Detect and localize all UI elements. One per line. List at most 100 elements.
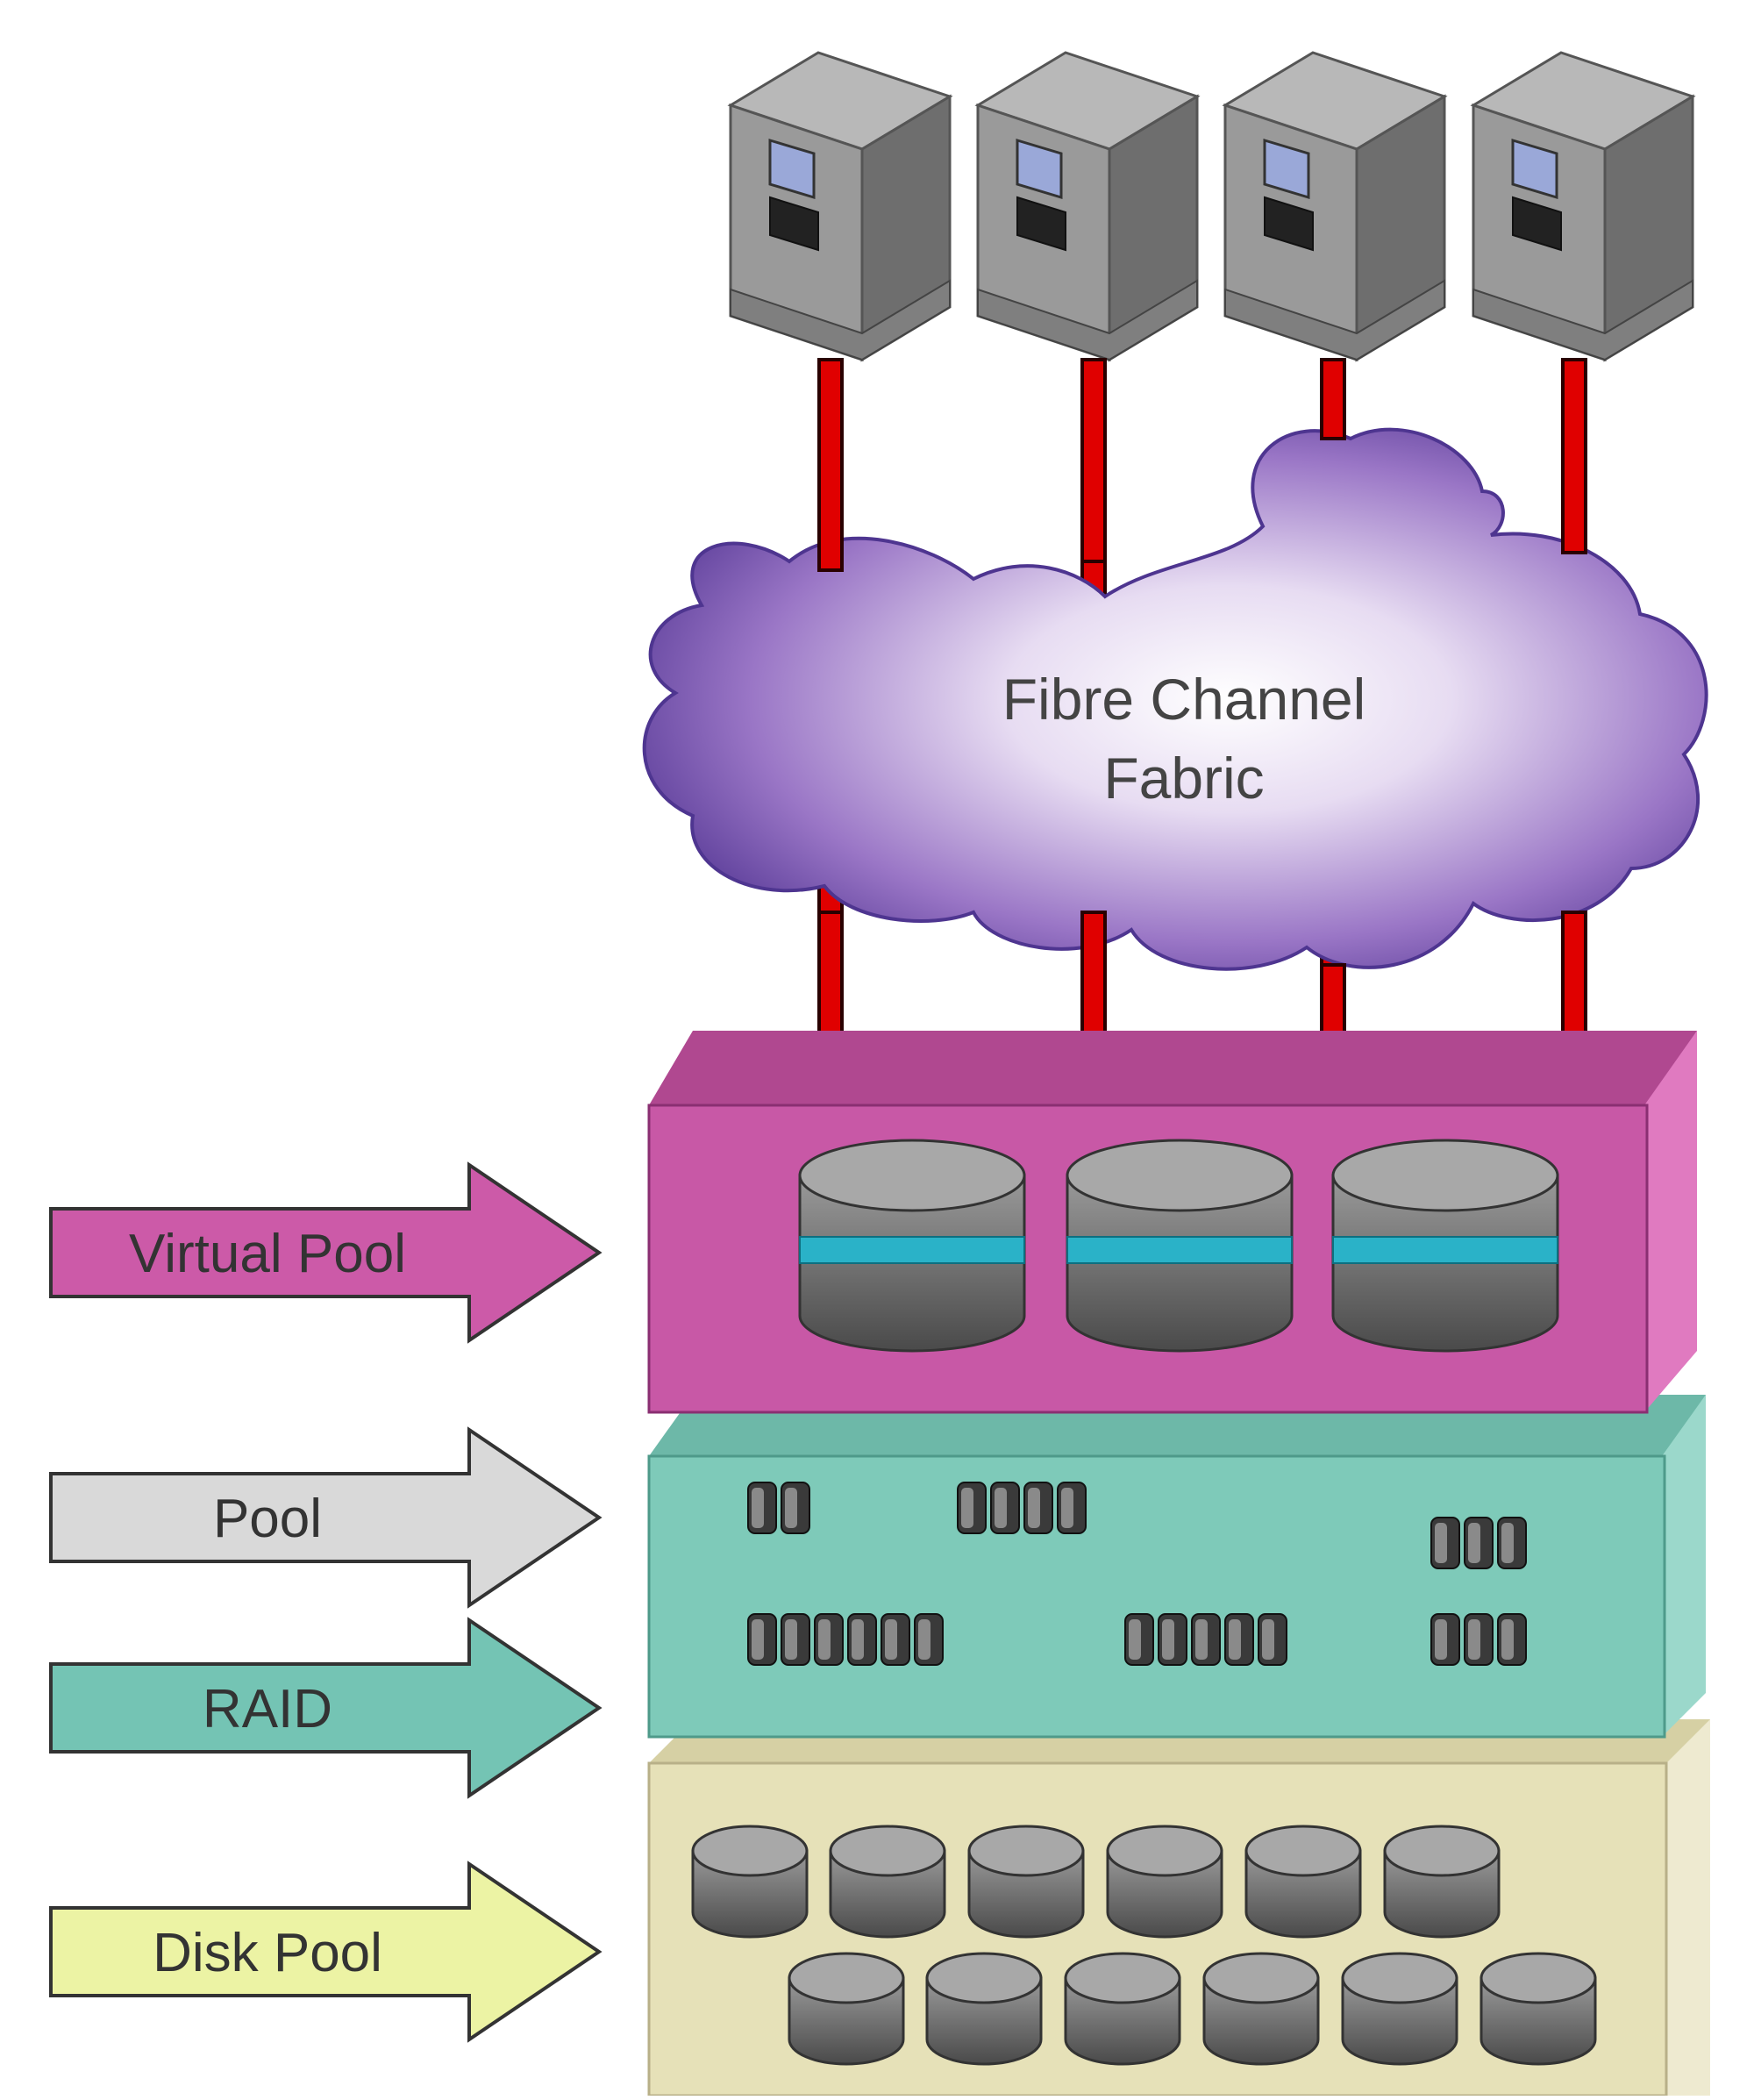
raid-top-b-1-face [961, 1488, 973, 1528]
raid-bot-b-1 [1124, 1613, 1154, 1666]
arrow-shape [49, 1426, 602, 1609]
raid-bot-c-2-face [1468, 1619, 1480, 1660]
raid-bot-b-2 [1158, 1613, 1187, 1666]
raid-bot-a-3 [814, 1613, 844, 1666]
disk-pool-disk-r2-3-top [1064, 1952, 1181, 2004]
arrow-shape [49, 1161, 602, 1344]
virtual-volume-1-top [798, 1139, 1026, 1212]
raid-bot-b-4 [1224, 1613, 1254, 1666]
raid-bot-a-5-face [885, 1619, 897, 1660]
fibre-link-upper-4 [1561, 358, 1587, 554]
virtual-pool-top [649, 1031, 1697, 1105]
raid-bot-b-5 [1258, 1613, 1287, 1666]
disk-pool-disk-r1-1-top [691, 1825, 809, 1877]
raid-bot-c-2 [1464, 1613, 1494, 1666]
disk-pool-disk-r1-2-top [829, 1825, 946, 1877]
raid-bot-a-1 [747, 1613, 777, 1666]
raid-bot-b-3-face [1195, 1619, 1208, 1660]
disk-pool-disk-r1-3-top [967, 1825, 1085, 1877]
server-3 [1222, 51, 1448, 362]
arrow-shape [49, 1861, 602, 2043]
fibre-link-lower-2 [1080, 911, 1107, 1054]
server-base [977, 279, 1198, 361]
disk-pool-layer [647, 1719, 1710, 2097]
disk-pool-disk-r2-6-top [1479, 1952, 1597, 2004]
cloud-label-line2: Fabric [1103, 746, 1264, 811]
raid-bot-a-6-face [918, 1619, 930, 1660]
raid-bot-a-5 [881, 1613, 910, 1666]
server-base [1472, 279, 1693, 361]
raid-top-b-1 [957, 1482, 987, 1534]
virtual-volume-band-1 [799, 1236, 1025, 1264]
disk-pool-disk-r2-6 [1479, 1952, 1597, 2066]
disk-pool-disk-r2-1 [788, 1952, 905, 2066]
virtual-volume-3 [1331, 1139, 1559, 1353]
fibre-link-upper-2 [1080, 358, 1107, 563]
virtual-pool-layer [647, 1031, 1697, 1414]
virtual-volume-1 [798, 1139, 1026, 1353]
server-drive-bay [1016, 196, 1066, 252]
raid-bot-a-2-face [785, 1619, 797, 1660]
raid-bot-b-5-face [1262, 1619, 1274, 1660]
disk-pool-disk-r1-6-top [1383, 1825, 1501, 1877]
fibre-link-lower-4 [1561, 911, 1587, 1054]
arrow-shape [49, 1617, 602, 1799]
server-base [1224, 279, 1445, 361]
raid-top-c-3-face [1501, 1523, 1514, 1563]
disk-pool-disk-r1-4-top [1106, 1825, 1223, 1877]
server-drive-bay [1264, 196, 1314, 252]
raid-pool-side [1662, 1395, 1706, 1737]
disk-pool-disk-r1-5 [1244, 1825, 1362, 1939]
server-screen [768, 138, 816, 200]
raid-disk-groups [747, 1482, 1527, 1666]
arrow-label: Virtual Pool [129, 1224, 406, 1284]
raid-bot-a-6 [914, 1613, 944, 1666]
raid-top-a-1 [747, 1482, 777, 1534]
server-screen [1263, 138, 1310, 200]
disk-pool-disk-r1-4 [1106, 1825, 1223, 1939]
disk-pool-disks [691, 1825, 1597, 2066]
raid-pool-front [647, 1454, 1666, 1739]
raid-top-c-3 [1497, 1517, 1527, 1569]
arrow-pool: Pool [49, 1426, 602, 1609]
server-1 [727, 51, 953, 362]
raid-bot-c-1 [1430, 1613, 1460, 1666]
raid-top-c-2 [1464, 1517, 1494, 1569]
disk-pool-disk-r2-5 [1341, 1952, 1458, 2066]
server-base [730, 279, 951, 361]
server-drive-bay [1512, 196, 1562, 252]
raid-bot-a-4-face [852, 1619, 864, 1660]
fibre-link-upper-1 [817, 358, 844, 572]
disk-pool-disk-r1-5-top [1244, 1825, 1362, 1877]
raid-bot-a-2 [781, 1613, 810, 1666]
raid-top-b-2-face [995, 1488, 1007, 1528]
virtual-volume-band-3 [1332, 1236, 1558, 1264]
raid-bot-b-3 [1191, 1613, 1221, 1666]
raid-bot-c-1-face [1435, 1619, 1447, 1660]
disk-pool-disk-r2-2 [925, 1952, 1043, 2066]
virtual-volume-3-top [1331, 1139, 1559, 1212]
raid-top-b-3 [1023, 1482, 1053, 1534]
server-4 [1470, 51, 1696, 362]
disk-pool-disk-r2-2-top [925, 1952, 1043, 2004]
server-group [727, 51, 1696, 362]
disk-pool-disk-r2-4-top [1202, 1952, 1320, 2004]
arrow-raid: RAID [49, 1617, 602, 1799]
raid-bot-c-3 [1497, 1613, 1527, 1666]
virtual-volume-2-top [1066, 1139, 1294, 1212]
raid-top-c-1 [1430, 1517, 1460, 1569]
raid-pool-layer [647, 1395, 1706, 1739]
disk-pool-disk-r2-5-top [1341, 1952, 1458, 2004]
raid-top-b-2 [990, 1482, 1020, 1534]
disk-pool-side [1666, 1719, 1710, 2096]
raid-top-a-2 [781, 1482, 810, 1534]
server-drive-bay [769, 196, 819, 252]
raid-bot-b-1-face [1129, 1619, 1141, 1660]
raid-top-a-1-face [752, 1488, 764, 1528]
raid-bot-a-1-face [752, 1619, 764, 1660]
fibre-channel-cloud: Fibre Channel Fabric [642, 427, 1708, 971]
raid-top-b-4-face [1061, 1488, 1073, 1528]
